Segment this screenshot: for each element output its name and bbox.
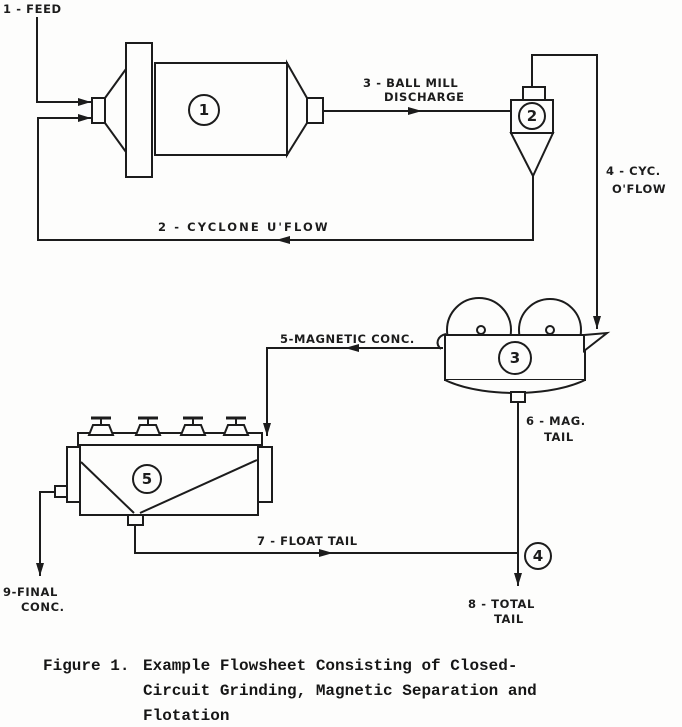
figure-caption-text: Example Flowsheet Consisting of Closed- … — [143, 654, 537, 727]
separator-number-circle — [498, 341, 532, 375]
stream-label-cyclone-uflow: 2 - CYCLONE U'FLOW — [158, 220, 330, 234]
flow-arrowhead-underflow — [276, 236, 290, 244]
agitator — [134, 416, 162, 436]
stream-line-magnetic-conc — [263, 347, 443, 436]
flotation-agitators — [87, 416, 250, 436]
flow-arrowhead-magnetic-conc — [345, 344, 359, 352]
stream-line-cyclone-underflow — [37, 114, 534, 241]
ball-mill: 1 — [91, 42, 324, 178]
junction-number-circle — [524, 542, 552, 570]
junction-number: 4 — [533, 547, 543, 565]
ball-mill-number: 1 — [199, 101, 209, 119]
flotation-baffle-left — [80, 461, 135, 514]
separator-conc-spout — [436, 333, 447, 350]
flotation-number: 5 — [142, 470, 152, 488]
ball-mill-gear-flange — [125, 42, 153, 178]
separator-tail-outlet — [510, 391, 526, 403]
magnetic-separator: 3 — [436, 297, 611, 403]
caption-line: Example Flowsheet Consisting of Closed- — [143, 657, 518, 675]
stream-line-final-conc — [36, 491, 57, 576]
ball-mill-shell — [154, 62, 288, 156]
stream-label-cyc-oflow-1: 4 - CYC. — [606, 164, 661, 178]
cyclone: 2 — [509, 86, 555, 179]
stream-line-cyclone-overflow — [531, 54, 601, 329]
separator-feed-chute — [583, 331, 611, 354]
flotation-conc-outlet — [54, 485, 68, 498]
flotation-tank — [79, 444, 259, 516]
drum-axle-left — [476, 325, 486, 335]
stream-label-final-conc-1: 9-FINAL — [3, 585, 58, 599]
flotation-number-circle — [132, 464, 162, 494]
caption-line: Flotation — [143, 707, 230, 725]
tails-junction: 4 — [524, 542, 552, 570]
ball-mill-feed-cone — [104, 65, 127, 156]
flotation-baffle-right — [139, 459, 258, 514]
stream-label-total-tail-2: TAIL — [494, 612, 524, 626]
agitator — [179, 416, 207, 436]
cyclone-vortex-finder — [522, 86, 546, 101]
stream-label-mill-discharge-1: 3 - BALL MILL — [363, 76, 458, 90]
stream-label-mill-discharge-2: DISCHARGE — [384, 90, 465, 104]
caption-line: Circuit Grinding, Magnetic Separation an… — [143, 682, 537, 700]
ball-mill-discharge-cone — [286, 59, 308, 159]
drum-axle-right — [545, 325, 555, 335]
flotation-cell: 5 — [54, 416, 273, 526]
figure-number-label: Figure 1. — [43, 657, 130, 675]
stream-line-feed — [36, 17, 91, 106]
stream-label-mag-tail-2: TAIL — [544, 430, 574, 444]
figure-caption: Figure 1. Example Flowsheet Consisting o… — [0, 654, 682, 727]
cyclone-number: 2 — [527, 107, 537, 125]
cyclone-cone — [509, 132, 555, 179]
flotation-tail-outlet — [127, 514, 144, 526]
agitator — [87, 416, 115, 436]
ball-mill-feed-trunnion — [91, 97, 106, 124]
cyclone-number-circle — [518, 102, 546, 130]
stream-label-mag-tail-1: 6 - MAG. — [526, 414, 586, 428]
agitator — [222, 416, 250, 436]
ball-mill-number-circle — [188, 94, 220, 126]
stream-label-magnetic-conc: 5-MAGNETIC CONC. — [280, 332, 415, 346]
ball-mill-discharge-trunnion — [306, 97, 324, 124]
separator-number: 3 — [510, 349, 520, 367]
flotation-end-plate-left — [66, 446, 81, 503]
flotation-launder — [77, 432, 263, 446]
flow-arrowhead-discharge — [408, 107, 422, 115]
stream-label-feed: 1 - FEED — [3, 2, 62, 16]
stream-label-float-tail: 7 - FLOAT TAIL — [257, 534, 358, 548]
stream-line-float-tail — [134, 525, 518, 554]
stream-label-final-conc-2: CONC. — [21, 600, 65, 614]
flow-arrowhead-float-tail — [319, 549, 333, 557]
stream-label-total-tail-1: 8 - TOTAL — [468, 597, 535, 611]
stream-label-cyc-oflow-2: O'FLOW — [612, 182, 666, 196]
flotation-end-plate-right — [257, 446, 273, 503]
flowsheet-diagram: 1 2 3 — [3, 2, 666, 626]
